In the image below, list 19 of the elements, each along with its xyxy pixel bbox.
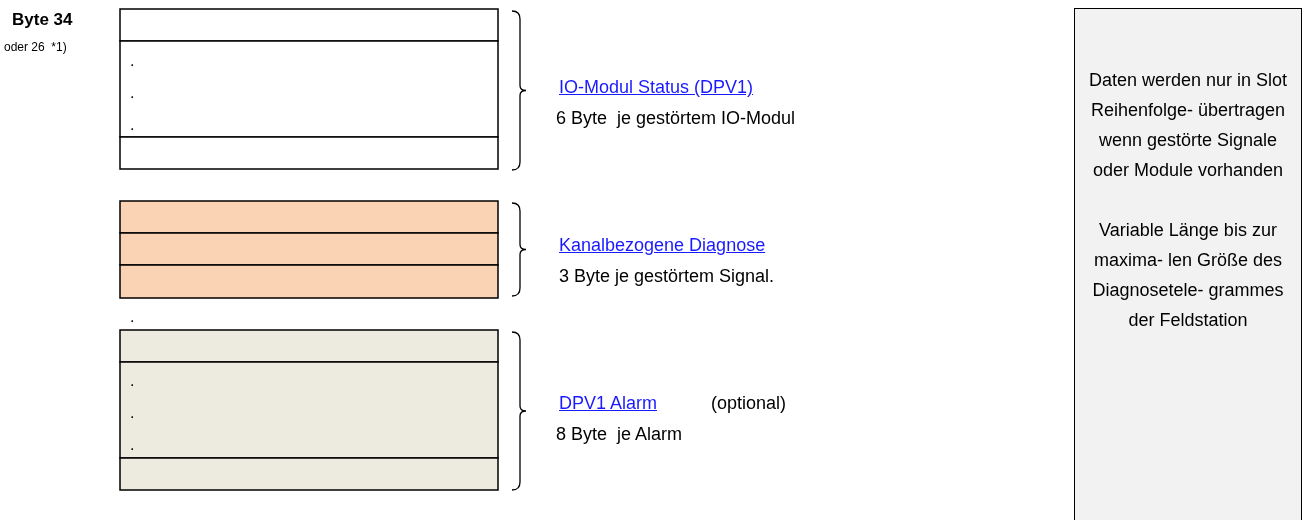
continuation-dot: . [130, 308, 135, 327]
continuation-dot: . [130, 404, 135, 423]
continuation-dot: . [130, 116, 135, 135]
byte-offset-label: Byte 34 [12, 10, 73, 30]
continuation-dot: . [130, 436, 135, 455]
section-link: IO-Modul Status (DPV1) [559, 77, 754, 98]
note-text: Variable Länge bis zur maxima- len Größe des Diagnosetele- grammes der Feldstation [1091, 219, 1285, 332]
section-link: DPV1 Alarm [559, 393, 658, 414]
section-description: 3 Byte je gestörtem Signal. [559, 266, 775, 287]
note-box [1074, 8, 1302, 520]
continuation-dot: . [130, 84, 135, 103]
section-note: (optional) [711, 393, 787, 414]
section-description: 6 Byte je gestörtem IO-Modul [556, 108, 796, 129]
note-text: Daten werden nur in Slot Reihenfolge- übertragen wenn gestörte Signale oder Module vorhanden [1087, 69, 1289, 182]
continuation-dot: . [130, 372, 135, 391]
continuation-dot: . [130, 52, 135, 71]
section-description: 8 Byte je Alarm [556, 424, 683, 445]
byte-offset-note: oder 26 *1) [4, 41, 67, 55]
section-link: Kanalbezogene Diagnose [559, 235, 766, 256]
